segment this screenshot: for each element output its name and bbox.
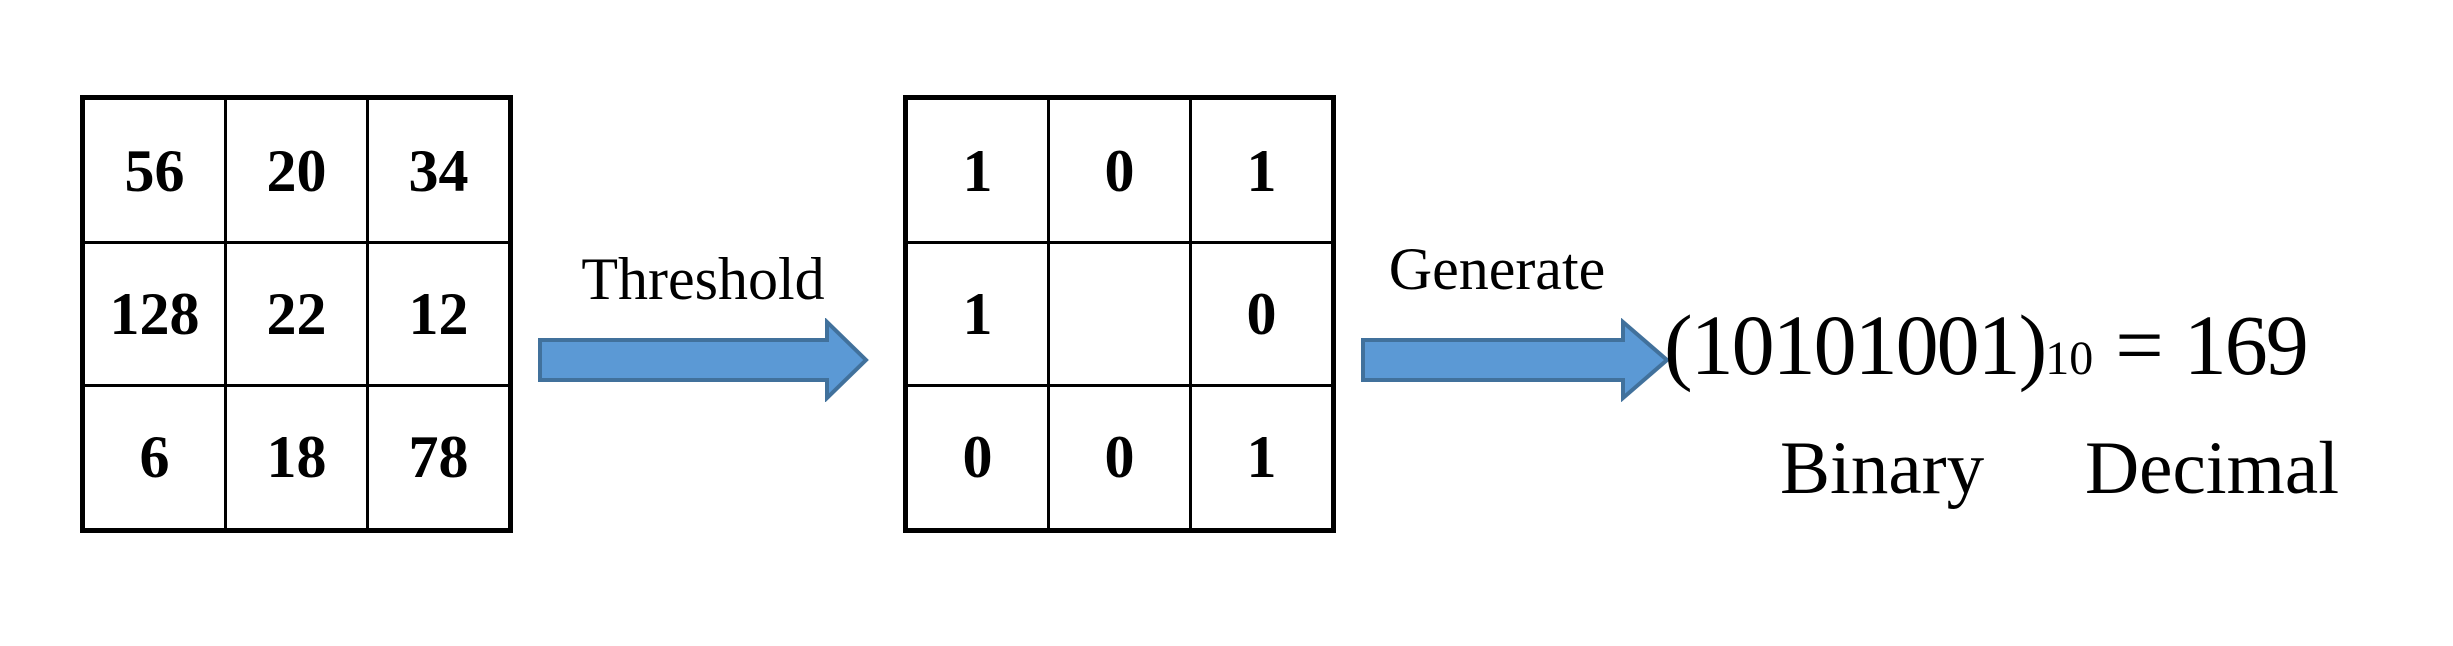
threshold-step-label: Threshold (581, 246, 825, 312)
grid-cell: 34 (366, 95, 512, 245)
binary-caption: Binary (1780, 427, 1985, 510)
grid-cell: 56 (81, 95, 227, 245)
threshold-arrow-icon (538, 318, 869, 402)
grid-cell-empty-center (1046, 241, 1193, 387)
decimal-value: 169 (2183, 297, 2309, 393)
table-row: 1 0 1 (904, 95, 1335, 245)
table-row: 1 0 (904, 241, 1335, 387)
grid-cell: 1 (904, 95, 1050, 245)
grid-cell: 128 (81, 241, 227, 387)
table-row: 6 18 78 (81, 383, 512, 533)
pixel-intensity-grid: 56 20 34 128 22 12 6 18 78 (80, 95, 513, 533)
decimal-caption: Decimal (2085, 427, 2340, 510)
binary-value-in-parens: (10101001) (1664, 297, 2047, 393)
grid-cell: 18 (223, 383, 370, 533)
thresholded-binary-grid: 1 0 1 1 0 0 0 1 (903, 95, 1336, 533)
grid-cell: 0 (1046, 95, 1193, 245)
grid-cell: 1 (904, 241, 1050, 387)
table-row: 56 20 34 (81, 95, 512, 245)
grid-cell: 20 (223, 95, 370, 245)
grid-cell: 0 (1189, 241, 1335, 387)
grid-cell: 22 (223, 241, 370, 387)
generate-arrow-icon (1361, 318, 1671, 402)
grid-cell: 0 (1046, 383, 1193, 533)
grid-cell: 1 (1189, 383, 1335, 533)
table-row: 0 0 1 (904, 383, 1335, 533)
result-equation: (10101001)10=169 (1664, 302, 2309, 402)
grid-cell: 1 (1189, 95, 1335, 245)
grid-cell: 12 (366, 241, 512, 387)
grid-cell: 0 (904, 383, 1050, 533)
grid-cell: 78 (366, 383, 512, 533)
generate-step-label: Generate (1388, 236, 1606, 302)
base-subscript: 10 (2045, 332, 2094, 385)
grid-cell: 6 (81, 383, 227, 533)
equals-sign: = (2115, 297, 2163, 393)
table-row: 128 22 12 (81, 241, 512, 387)
